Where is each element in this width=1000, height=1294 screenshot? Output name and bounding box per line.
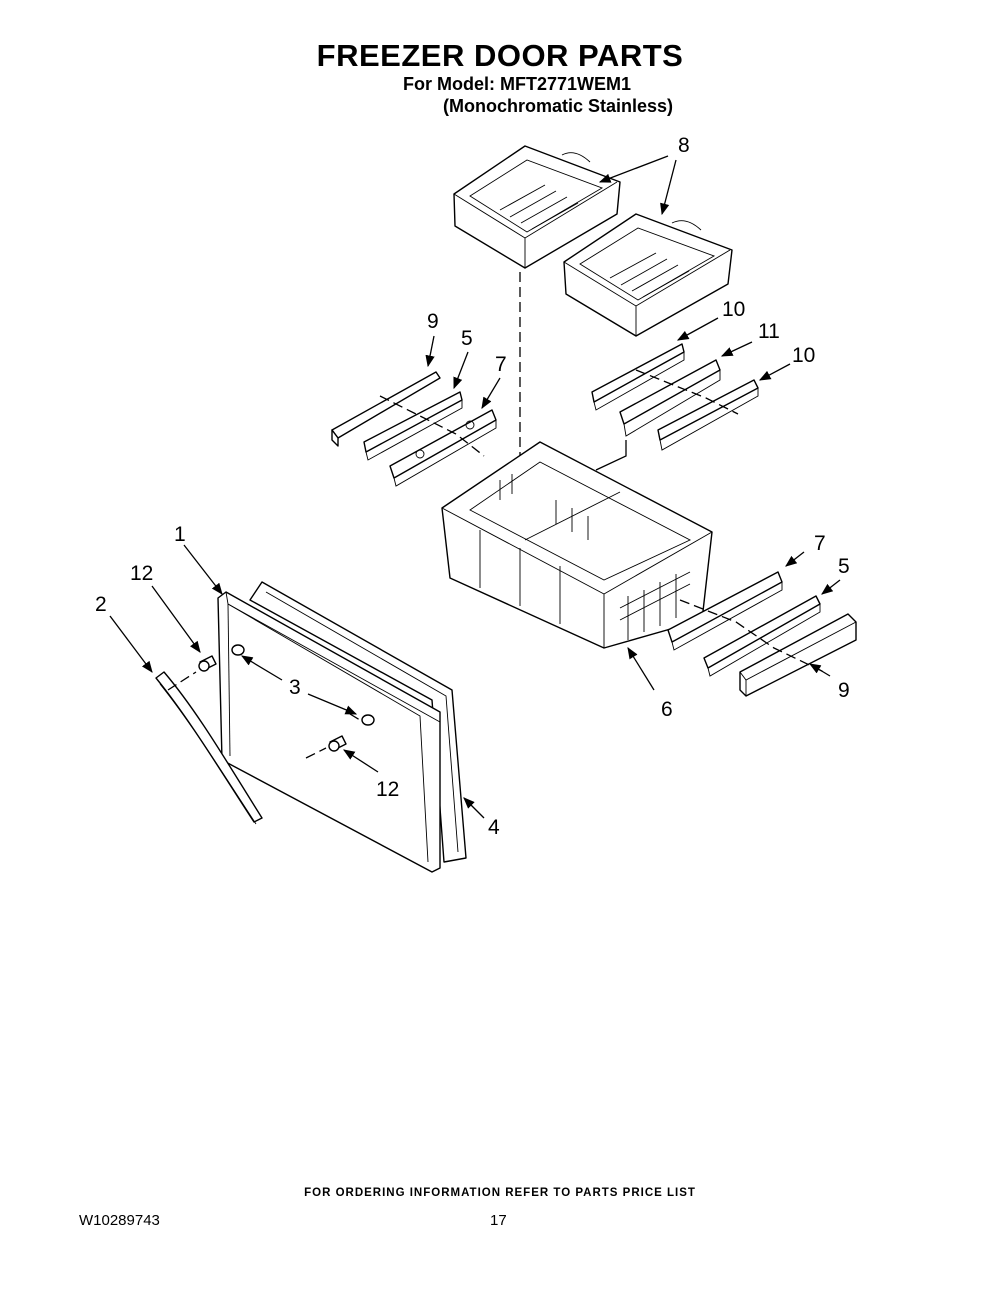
model-finish: (Monochromatic Stainless)	[443, 96, 674, 116]
freezer-tray-lower[interactable]	[563, 213, 733, 337]
freezer-tray-upper[interactable]	[453, 145, 621, 269]
page-number: 17	[490, 1212, 507, 1229]
screw-lower[interactable]	[328, 735, 347, 752]
callout-5-left: 5	[461, 327, 473, 350]
callout-9-left: 9	[427, 310, 439, 333]
rail-right-10-lower[interactable]	[657, 379, 759, 451]
callout-4: 4	[488, 816, 500, 839]
slide-right-7[interactable]	[667, 571, 783, 651]
callout-3: 3	[289, 676, 301, 699]
callout-12-upper: 12	[130, 562, 153, 585]
callout-6: 6	[661, 698, 673, 721]
slide-left-7[interactable]	[389, 409, 497, 487]
cap-upper[interactable]	[231, 644, 245, 656]
callout-2: 2	[95, 593, 107, 616]
screw-upper[interactable]	[198, 655, 217, 672]
rail-right-11[interactable]	[619, 359, 721, 437]
rail-left-9[interactable]	[331, 371, 441, 447]
leader-arrows	[109, 155, 841, 819]
document-id: W10289743	[79, 1212, 160, 1229]
callout-9-right: 9	[838, 679, 850, 702]
callout-7-right: 7	[814, 532, 826, 555]
callout-1: 1	[174, 523, 186, 546]
callout-10-upper: 10	[722, 298, 745, 321]
ordering-note: FOR ORDERING INFORMATION REFER TO PARTS …	[304, 1187, 696, 1199]
freezer-basket[interactable]	[441, 441, 713, 649]
callout-5-right: 5	[838, 555, 850, 578]
callout-12-lower: 12	[376, 778, 399, 801]
slide-left-5[interactable]	[363, 391, 463, 461]
page-title: FREEZER DOOR PARTS	[316, 38, 684, 73]
callout-10-lower: 10	[792, 344, 815, 367]
door-gasket[interactable]	[249, 581, 467, 863]
callout-labels: 8 9 5 7 10 11 10 1 7 12 5 2 3 9 6 12 4	[95, 134, 850, 839]
callout-11: 11	[758, 320, 780, 343]
model-number: For Model: MFT2771WEM1	[403, 74, 632, 94]
callout-8: 8	[678, 134, 690, 157]
callout-7-left: 7	[495, 353, 507, 376]
cap-lower[interactable]	[361, 714, 375, 726]
door-handle[interactable]	[155, 671, 263, 825]
rail-right-9[interactable]	[739, 613, 857, 697]
slide-right-5[interactable]	[703, 595, 821, 677]
rail-right-10-upper[interactable]	[591, 343, 685, 411]
